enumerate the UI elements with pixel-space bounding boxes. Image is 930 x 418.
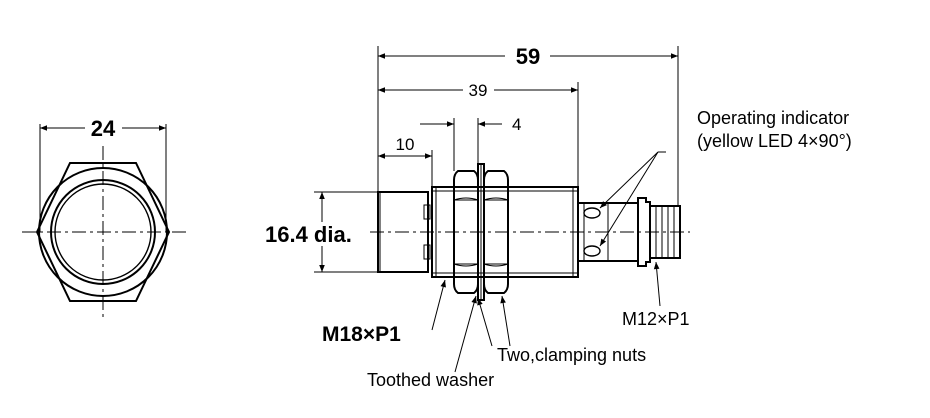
end-view: 24	[22, 116, 186, 318]
nuts-leader-2	[500, 295, 511, 347]
connector	[637, 197, 651, 267]
diameter-label: 16.4 dia.	[265, 222, 352, 247]
connector-leader	[653, 261, 661, 307]
connector-thread	[649, 205, 681, 259]
thread-leader	[431, 279, 446, 331]
dim10-label: 10	[396, 135, 415, 154]
operating-indicator-label: Operating indicator	[697, 108, 849, 128]
side-view: 59 39 4 10 16.4 dia.	[265, 44, 690, 373]
hex-width-label: 24	[91, 116, 116, 141]
clamping-nut-2	[483, 170, 509, 294]
operating-indicator-sublabel: (yellow LED 4×90°)	[697, 131, 852, 151]
washer-leader	[454, 295, 477, 373]
led-leader-top	[599, 151, 659, 209]
led-indicator-bottom	[583, 245, 601, 257]
thread-connector-label: M12×P1	[622, 309, 690, 329]
clamping-nuts-label: Two,clamping nuts	[497, 345, 646, 365]
dim59-label: 59	[516, 44, 540, 69]
rear-cap-notch-bottom	[423, 244, 431, 260]
threaded-body	[431, 186, 579, 278]
led-leader-bottom	[599, 151, 659, 247]
thread-main-label: M18×P1	[322, 323, 401, 346]
dim4-label: 4	[512, 115, 521, 134]
rear-cap-notch-top	[423, 204, 431, 220]
hex-outline	[35, 162, 171, 302]
toothed-washer-label: Toothed washer	[367, 370, 494, 390]
nuts-leader-1	[477, 297, 493, 347]
dim39-label: 39	[469, 81, 488, 100]
rear-cap	[377, 191, 429, 273]
led-indicator-top	[583, 207, 601, 219]
